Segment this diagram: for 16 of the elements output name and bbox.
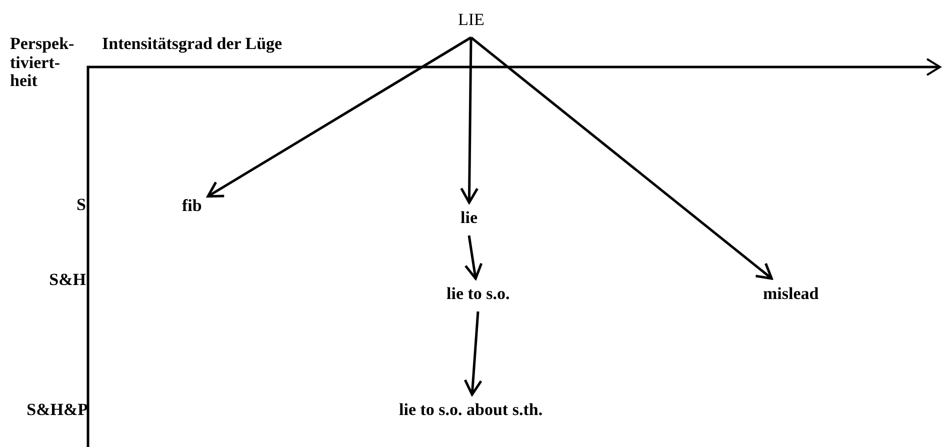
level-label: S (76, 196, 86, 215)
term-label: lie (460, 208, 478, 228)
arrow (464, 311, 482, 396)
level-label: S&H (48, 271, 86, 290)
arrow (460, 37, 479, 204)
term-label: fib (182, 196, 202, 216)
axis-title: Intensitätsgrad der Lüge (102, 35, 282, 54)
level-label: S&H&P (26, 401, 88, 420)
arrow (206, 36, 472, 198)
term-label: mislead (763, 284, 819, 304)
term-label: lie to s.o. about s.th. (399, 400, 543, 420)
axis-title: Perspek- tiviert- heit (10, 35, 76, 92)
arrow (470, 36, 773, 280)
arrow (464, 235, 483, 280)
term-label: LIE (458, 10, 484, 30)
term-label: lie to s.o. (446, 284, 510, 304)
